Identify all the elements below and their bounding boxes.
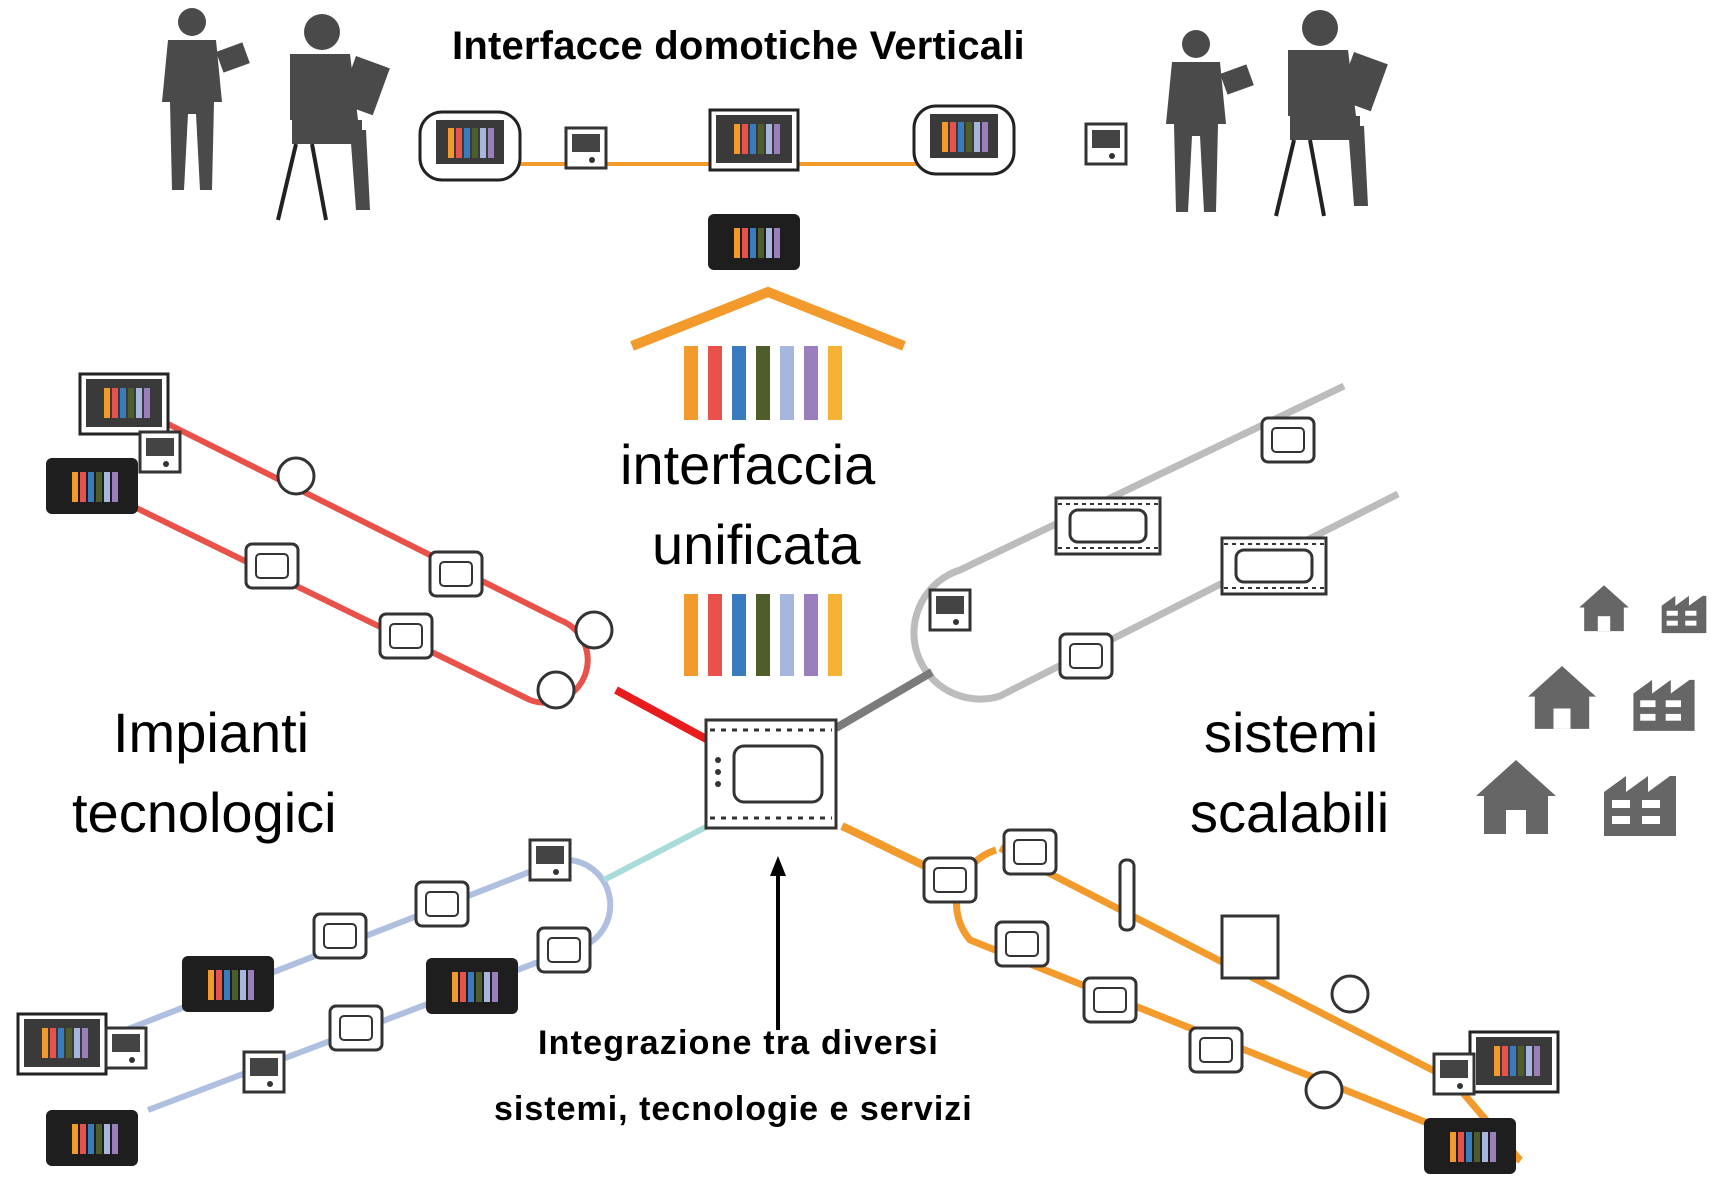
control-module-icon (1058, 632, 1114, 680)
modules-loop (833, 382, 1400, 732)
central-controller-icon (704, 718, 838, 830)
control-module-icon (1054, 496, 1162, 556)
scalable-buildings (1476, 585, 1707, 836)
tv-icon (80, 374, 168, 434)
touch-panel-icon (420, 112, 520, 180)
blind-icon (1220, 914, 1280, 980)
security-systems-loop (46, 374, 710, 744)
touch-panel-icon (914, 106, 1014, 174)
person-seated-silhouette-icon (1274, 8, 1390, 218)
technological-systems-label-line2: tecnologici (72, 781, 337, 844)
home-automation-loop (840, 822, 1558, 1174)
tv-icon (426, 958, 518, 1014)
multimedia-loop (18, 823, 710, 1166)
factory-icon (1633, 679, 1695, 731)
control-module-icon (1260, 416, 1316, 464)
switch-icon (1002, 828, 1058, 876)
tablet-icon (1432, 1052, 1476, 1096)
tv-icon (708, 214, 800, 270)
integration-caption-line1: Integrazione tra diversi (538, 1024, 940, 1062)
climate-icon (1082, 976, 1138, 1024)
alarm-keypad-icon (378, 612, 434, 660)
scalable-systems-label-line2: scalabili (1190, 781, 1390, 844)
thermostat-icon (922, 856, 978, 904)
tv-icon (182, 956, 274, 1012)
control-module-icon (428, 550, 484, 598)
control-module-icon (928, 588, 972, 632)
camera-icon (536, 670, 576, 710)
phone-icon (1304, 1070, 1344, 1110)
switch-icon (1188, 1026, 1244, 1074)
unified-interface-graphic (630, 286, 906, 676)
control-module-icon (328, 1004, 384, 1052)
intercom-icon (994, 920, 1050, 968)
intercom-icon (536, 926, 592, 974)
tv-icon (46, 1110, 138, 1166)
person-silhouette-icon (1166, 30, 1254, 212)
tv-icon (1424, 1118, 1516, 1174)
control-module-icon (414, 880, 470, 928)
technological-systems-label-line1: Impianti (113, 701, 310, 764)
top-row (162, 8, 1390, 270)
house-icon (1476, 760, 1556, 834)
unified-interface-label-line1: interfaccia (620, 433, 876, 496)
integration-arrow (770, 856, 786, 1030)
tablet-icon (46, 458, 138, 514)
tv-icon (1470, 1032, 1558, 1092)
house-icon (1579, 585, 1629, 632)
factory-icon (1661, 595, 1707, 634)
scalable-systems-label-line1: sistemi (1204, 701, 1379, 764)
bulb-icon (1330, 974, 1370, 1014)
person-seated-silhouette-icon (276, 12, 392, 222)
tablet-icon (104, 1026, 148, 1070)
control-module-icon (242, 1050, 286, 1094)
integration-caption-line2: sistemi, tecnologie e servizi (494, 1090, 973, 1128)
touch-panel-icon (710, 110, 798, 170)
camera-icon (574, 610, 614, 650)
unified-interface-label-line2: unificata (652, 513, 861, 576)
tablet-icon (1084, 122, 1128, 166)
tablet-icon (138, 430, 182, 474)
tablet-icon (564, 126, 608, 170)
person-silhouette-icon (162, 8, 250, 190)
alarm-keypad-icon (244, 542, 300, 590)
camera-icon (276, 456, 316, 496)
control-module-icon (1220, 536, 1328, 596)
tablet-icon (528, 838, 572, 882)
remote-icon (1118, 858, 1136, 932)
diagram-title: Interfacce domotiche Verticali (452, 24, 1025, 68)
tv-icon (18, 1014, 106, 1074)
control-module-icon (312, 912, 368, 960)
house-icon (1528, 666, 1596, 729)
factory-icon (1604, 776, 1676, 836)
